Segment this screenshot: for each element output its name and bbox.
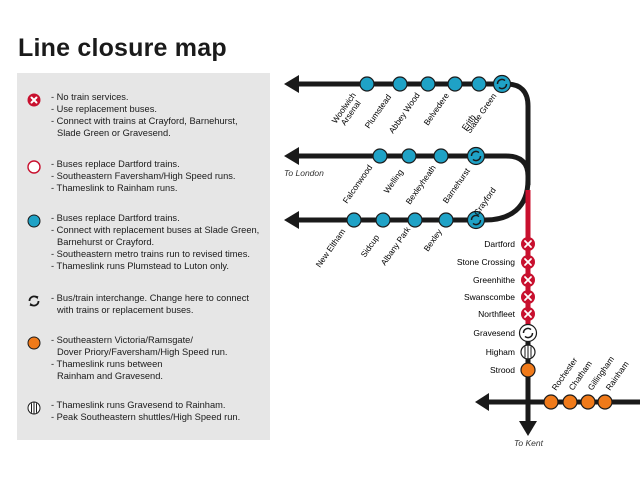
- station-label: Northfleet: [478, 309, 515, 319]
- station-label: Greenhithe: [473, 275, 515, 285]
- station-label: Gravesend: [473, 328, 515, 338]
- station-label: Bexley: [421, 226, 444, 253]
- track-middle: [298, 153, 531, 177]
- station-marker[interactable]: [520, 362, 536, 378]
- legend-text: - Connect with replacement buses at Slad…: [51, 225, 260, 235]
- station-marker[interactable]: [433, 148, 449, 164]
- legend-text: - Connect with trains at Crayford, Barne…: [51, 116, 238, 126]
- station-label: Sidcup: [358, 232, 381, 259]
- station-marker[interactable]: [372, 148, 388, 164]
- station-marker[interactable]: [471, 76, 487, 92]
- arrow-down-icon: [519, 421, 537, 436]
- legend-text: - Peak Southeastern shuttles/High Speed …: [51, 412, 241, 422]
- station-label: Dartford: [484, 239, 515, 249]
- page-title: Line closure map: [18, 34, 227, 62]
- legend-text: Rainham and Gravesend.: [57, 371, 163, 381]
- interchange-icon[interactable]: [466, 210, 486, 230]
- station-label: Stone Crossing: [457, 257, 515, 267]
- station-label: Swanscombe: [464, 292, 515, 302]
- legend-text: - Thameslink runs Gravesend to Rainham.: [51, 400, 226, 410]
- station-marker[interactable]: [562, 394, 578, 410]
- station-marker[interactable]: [401, 148, 417, 164]
- interchange-icon[interactable]: [466, 146, 486, 166]
- legend-text: - Buses replace Dartford trains.: [51, 213, 180, 223]
- station-label: Higham: [486, 347, 515, 357]
- station-label: Belvedere: [421, 90, 451, 127]
- thameslink-station-icon: [27, 401, 41, 415]
- legend-text: - Thameslink runs between: [51, 359, 163, 369]
- closed-station-icon: [27, 93, 41, 107]
- trunk-stations: Dartford Stone Crossing Greenhithe Swans…: [457, 237, 538, 378]
- closed-station-icon[interactable]: [521, 255, 535, 269]
- arrow-left-icon: [284, 75, 299, 93]
- station-label: Crayford: [471, 185, 498, 217]
- station-label: Strood: [490, 365, 515, 375]
- legend-text: - Bus/train interchange. Change here to …: [51, 293, 249, 303]
- legend-text: - Southeastern metro trains run to revis…: [51, 249, 250, 259]
- closed-station-icon[interactable]: [521, 237, 535, 251]
- thameslink-station-icon[interactable]: [520, 344, 536, 360]
- arrow-left-icon: [284, 147, 299, 165]
- closed-station-icon[interactable]: [521, 273, 535, 287]
- station-marker[interactable]: [580, 394, 596, 410]
- kent-station-icon: [27, 336, 41, 350]
- legend-text: - Southeastern Victoria/Ramsgate/: [51, 335, 193, 345]
- station-marker[interactable]: [597, 394, 613, 410]
- station-label: Plumstead: [362, 92, 393, 130]
- legend-text: - No train services.: [51, 92, 129, 102]
- station-label: Bexleyheath: [403, 163, 438, 206]
- station-marker[interactable]: [407, 212, 423, 228]
- station-marker[interactable]: [392, 76, 408, 92]
- legend-text: - Thameslink runs Plumstead to Luton onl…: [51, 261, 229, 271]
- station-marker[interactable]: [346, 212, 362, 228]
- closed-station-icon[interactable]: [521, 307, 535, 321]
- legend-panel: - No train services. - Use replacement b…: [17, 73, 270, 440]
- interchange-icon: [28, 295, 40, 307]
- legend-text: Dover Priory/Faversham/High Speed run.: [57, 347, 228, 357]
- legend-text: - Southeastern Faversham/High Speed runs…: [51, 171, 236, 181]
- station-label: New Eltham: [313, 227, 347, 269]
- tracks: [298, 81, 640, 424]
- closed-station-icon[interactable]: [521, 290, 535, 304]
- interchange-icon[interactable]: [492, 74, 512, 94]
- arrow-left-icon: [475, 393, 489, 411]
- destination-kent: To Kent: [514, 438, 544, 448]
- station-label: Welling: [381, 167, 405, 195]
- station-label: Falconwood: [340, 162, 374, 205]
- destination-london: To London: [284, 168, 324, 178]
- station-marker[interactable]: [447, 76, 463, 92]
- station-marker[interactable]: [543, 394, 559, 410]
- station-marker[interactable]: [359, 76, 375, 92]
- legend-text: - Buses replace Dartford trains.: [51, 159, 180, 169]
- legend-text: Slade Green or Gravesend.: [57, 128, 171, 138]
- arrow-left-icon: [284, 211, 299, 229]
- legend-text: with trains or replacement buses.: [57, 305, 194, 315]
- metro-station-icon: [27, 214, 41, 228]
- legend-text: Barnehurst or Crayford.: [57, 237, 155, 247]
- station-marker[interactable]: [420, 76, 436, 92]
- bus-replacement-station-icon: [27, 160, 41, 174]
- legend-text: - Thameslink to Rainham runs.: [51, 183, 178, 193]
- interchange-icon[interactable]: [518, 323, 538, 343]
- legend-text: - Use replacement buses.: [51, 104, 157, 114]
- station-label: Albany Park: [378, 224, 412, 267]
- station-label: Abbey Wood: [386, 90, 422, 135]
- station-marker[interactable]: [438, 212, 454, 228]
- station-label: Barnehurst: [440, 166, 472, 206]
- station-marker[interactable]: [375, 212, 391, 228]
